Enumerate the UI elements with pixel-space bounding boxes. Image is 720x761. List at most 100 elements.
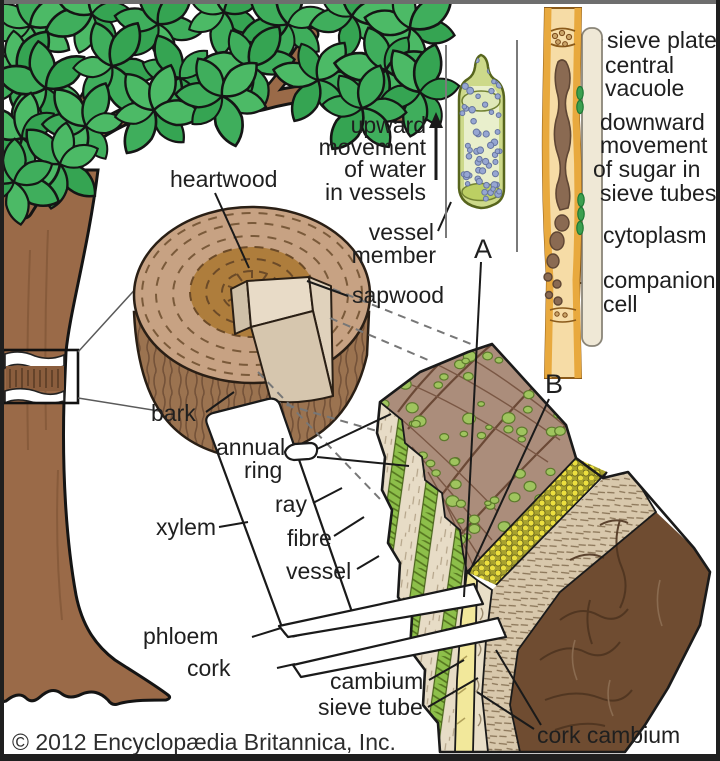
text-labels: heartwood upward movement of water in ve… (12, 27, 717, 755)
label-downflow-2: movement (600, 132, 708, 158)
vessel-dot (433, 381, 444, 389)
water-dot (481, 101, 489, 108)
vessel-dot (485, 424, 493, 431)
vessel-dot (503, 425, 514, 434)
vessel-dot (462, 371, 474, 381)
label-fibre: fibre (287, 525, 332, 551)
leaf-shape (408, 0, 453, 31)
label-sieve-plate: sieve plate (607, 27, 717, 53)
leaf-shape (220, 61, 258, 98)
water-dot (488, 87, 495, 95)
sieve-tube-diagram (541, 7, 603, 379)
water-dot (481, 188, 489, 196)
vessel-dot (545, 467, 556, 477)
water-dot (490, 186, 496, 192)
water-dot (465, 152, 473, 160)
label-cork-cambium: cork cambium (537, 722, 680, 748)
water-dot (487, 141, 495, 149)
vessel-dot (477, 400, 486, 407)
label-ray: ray (275, 491, 307, 517)
label-downflow-4: sieve tubes (600, 180, 716, 206)
vessel-dot (523, 389, 535, 400)
water-dot (468, 106, 476, 114)
label-central-vacuole-2: vacuole (605, 75, 684, 101)
vessel-dot (468, 523, 481, 534)
vessel-dot (517, 435, 527, 443)
label-upflow-2: movement (319, 134, 427, 160)
label-upflow-4: in vessels (325, 179, 426, 205)
phloem-pointer (277, 582, 485, 639)
label-annual-1: annual (216, 434, 285, 460)
water-dot (465, 56, 474, 64)
cytoplasm-blobs (543, 214, 570, 306)
block-top-face (380, 344, 576, 572)
water-molecule-dots (459, 56, 504, 202)
water-dot (488, 109, 495, 115)
leaf-shape (4, 181, 30, 226)
label-sieve-tube: sieve tube (318, 694, 423, 720)
water-dot (494, 93, 501, 100)
annual-ring-pointer (283, 441, 319, 462)
vessel-dot (459, 430, 469, 438)
leaf-shape (419, 77, 461, 101)
water-dot (463, 170, 471, 179)
vessel-dot (449, 479, 462, 490)
vessel-dot (522, 405, 533, 414)
magnifier-lines-wedge-to-block (257, 288, 477, 500)
central-vacuole-shape (553, 59, 572, 211)
tree-trunk (0, 168, 172, 706)
water-dot (492, 158, 499, 165)
vessel-dot (405, 402, 419, 414)
vessel-dot (455, 499, 467, 508)
label-bark: bark (151, 400, 196, 426)
vessel-dot (439, 373, 449, 381)
leaf-shape (195, 57, 225, 98)
tree-illustration (0, 0, 461, 706)
label-xylem: xylem (156, 514, 216, 540)
wood-block (375, 342, 712, 754)
vessel-dot (554, 426, 566, 436)
water-dot (461, 104, 468, 110)
vessel-dot (494, 356, 504, 364)
log-cross-section (132, 205, 372, 458)
vessel-dot (425, 459, 436, 468)
water-dot (494, 129, 501, 135)
vessel-dot (391, 367, 402, 376)
water-dot (459, 110, 466, 117)
water-dot (478, 167, 487, 175)
water-dot (491, 170, 499, 178)
vessel-dot (515, 426, 528, 437)
vessel-column-walls (445, 40, 518, 252)
water-dot (475, 93, 481, 100)
label-vessel-member-2: member (352, 242, 437, 268)
label-annual-2: ring (244, 457, 282, 483)
water-dot (466, 147, 473, 154)
label-upflow-3: of water (344, 156, 426, 182)
vessel-dot (382, 345, 394, 355)
companion-cell-shape (581, 27, 603, 347)
label-cytoplasm: cytoplasm (603, 222, 707, 248)
leaf-shape (290, 78, 322, 123)
label-marker-b: B (545, 369, 563, 399)
water-dot (496, 72, 504, 81)
block-cambium-band (455, 572, 477, 752)
water-dot (496, 188, 503, 195)
upward-flow-arrow (429, 112, 443, 180)
water-dot (483, 181, 490, 189)
leaf-shape (58, 143, 99, 169)
leaf-shape (108, 21, 142, 68)
vessel-dot (387, 376, 401, 388)
leaf-shape (315, 41, 347, 82)
vessel-dot (403, 353, 413, 362)
vessel-dot (484, 500, 492, 507)
vessel-dot (461, 357, 471, 365)
water-dot (481, 157, 490, 166)
vessel-dot (476, 431, 487, 440)
water-dot (476, 155, 483, 163)
water-dot (482, 130, 490, 138)
vessel-dot (468, 514, 481, 525)
label-companion-1: companion (603, 267, 716, 293)
water-dot (461, 82, 469, 90)
